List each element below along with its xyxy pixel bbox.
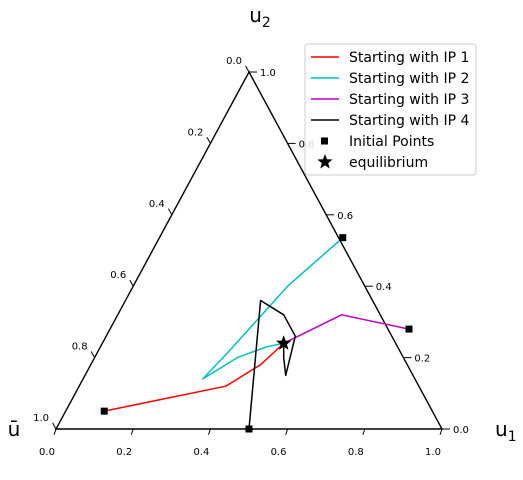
legend-label: Starting with IP 3 bbox=[349, 92, 469, 108]
left-tick bbox=[90, 351, 96, 358]
left-tick bbox=[129, 279, 134, 287]
left-tick bbox=[245, 65, 250, 73]
left-tick-label: 0.8 bbox=[72, 342, 88, 353]
bottom-tick-label: 0.0 bbox=[39, 447, 55, 458]
vertex-label-left: ū bbox=[8, 417, 21, 441]
left-tick-label: 0.0 bbox=[226, 56, 242, 67]
legend-box bbox=[304, 43, 477, 176]
left-tick-label: 0.6 bbox=[110, 270, 126, 281]
bottom-tick bbox=[439, 428, 443, 435]
vertex-label-right-sub: 1 bbox=[508, 429, 517, 445]
vertex-label-top-sub: 2 bbox=[262, 15, 271, 31]
series-line-ip2 bbox=[201, 237, 344, 380]
bottom-tick bbox=[208, 428, 211, 435]
bottom-tick-label: 0.8 bbox=[348, 447, 364, 458]
series-line-ip3 bbox=[283, 314, 410, 344]
bottom-tick bbox=[130, 428, 134, 435]
initial-point-marker bbox=[339, 234, 347, 242]
legend-label: Starting with IP 2 bbox=[349, 71, 469, 87]
left-tick bbox=[206, 137, 211, 144]
markers bbox=[100, 234, 413, 433]
left-tick bbox=[52, 422, 57, 430]
left-tick-label: 1.0 bbox=[33, 413, 49, 424]
left-tick-label: 0.2 bbox=[187, 127, 203, 138]
legend-swatch-star bbox=[317, 154, 333, 169]
vertex-label-top-main: u bbox=[249, 3, 262, 27]
bottom-tick bbox=[285, 428, 289, 435]
initial-point-marker bbox=[245, 425, 253, 433]
trajectory-series bbox=[104, 237, 410, 430]
bottom-tick-label: 1.0 bbox=[425, 447, 441, 458]
right-tick-label: 0.6 bbox=[337, 211, 353, 222]
legend-label: Initial Points bbox=[349, 134, 434, 150]
left-tick-label: 0.4 bbox=[149, 199, 165, 210]
bottom-tick-label: 0.2 bbox=[116, 447, 132, 458]
right-tick-label: 1.0 bbox=[260, 68, 276, 79]
legend-label: Starting with IP 1 bbox=[349, 50, 469, 66]
right-tick-label: 0.4 bbox=[376, 282, 392, 293]
right-tick-label: 0.2 bbox=[414, 354, 430, 365]
initial-point-marker bbox=[100, 407, 108, 415]
equilibrium-marker bbox=[276, 335, 292, 350]
vertex-label-top: u2 bbox=[249, 3, 271, 31]
series-line-ip4 bbox=[248, 299, 297, 430]
series-line-ip1 bbox=[104, 342, 285, 412]
vertex-label-right-main: u bbox=[495, 417, 508, 441]
initial-point-marker bbox=[405, 325, 413, 333]
axis-ticks: 0.0 0.0 0.0 0.2 0.2 0.2 0.4 0.4 0.4 0.6 0.6 0.6 0.8 0… bbox=[33, 56, 469, 458]
vertex-label-right: u1 bbox=[495, 417, 517, 445]
legend-label: Starting with IP 4 bbox=[349, 113, 469, 129]
left-tick bbox=[167, 208, 173, 216]
bottom-tick-label: 0.4 bbox=[193, 447, 209, 458]
legend-swatch-square bbox=[321, 137, 328, 145]
bottom-tick bbox=[362, 428, 366, 435]
bottom-tick bbox=[53, 428, 57, 435]
legend-label: equilibrium bbox=[349, 155, 428, 171]
legend: Starting with IP 1 Starting with IP 2 Star… bbox=[304, 43, 477, 176]
legend-entries: Starting with IP 1 Starting with IP 2 Star… bbox=[311, 50, 469, 171]
right-tick-label: 0.0 bbox=[453, 425, 469, 436]
bottom-tick-label: 0.6 bbox=[271, 447, 287, 458]
